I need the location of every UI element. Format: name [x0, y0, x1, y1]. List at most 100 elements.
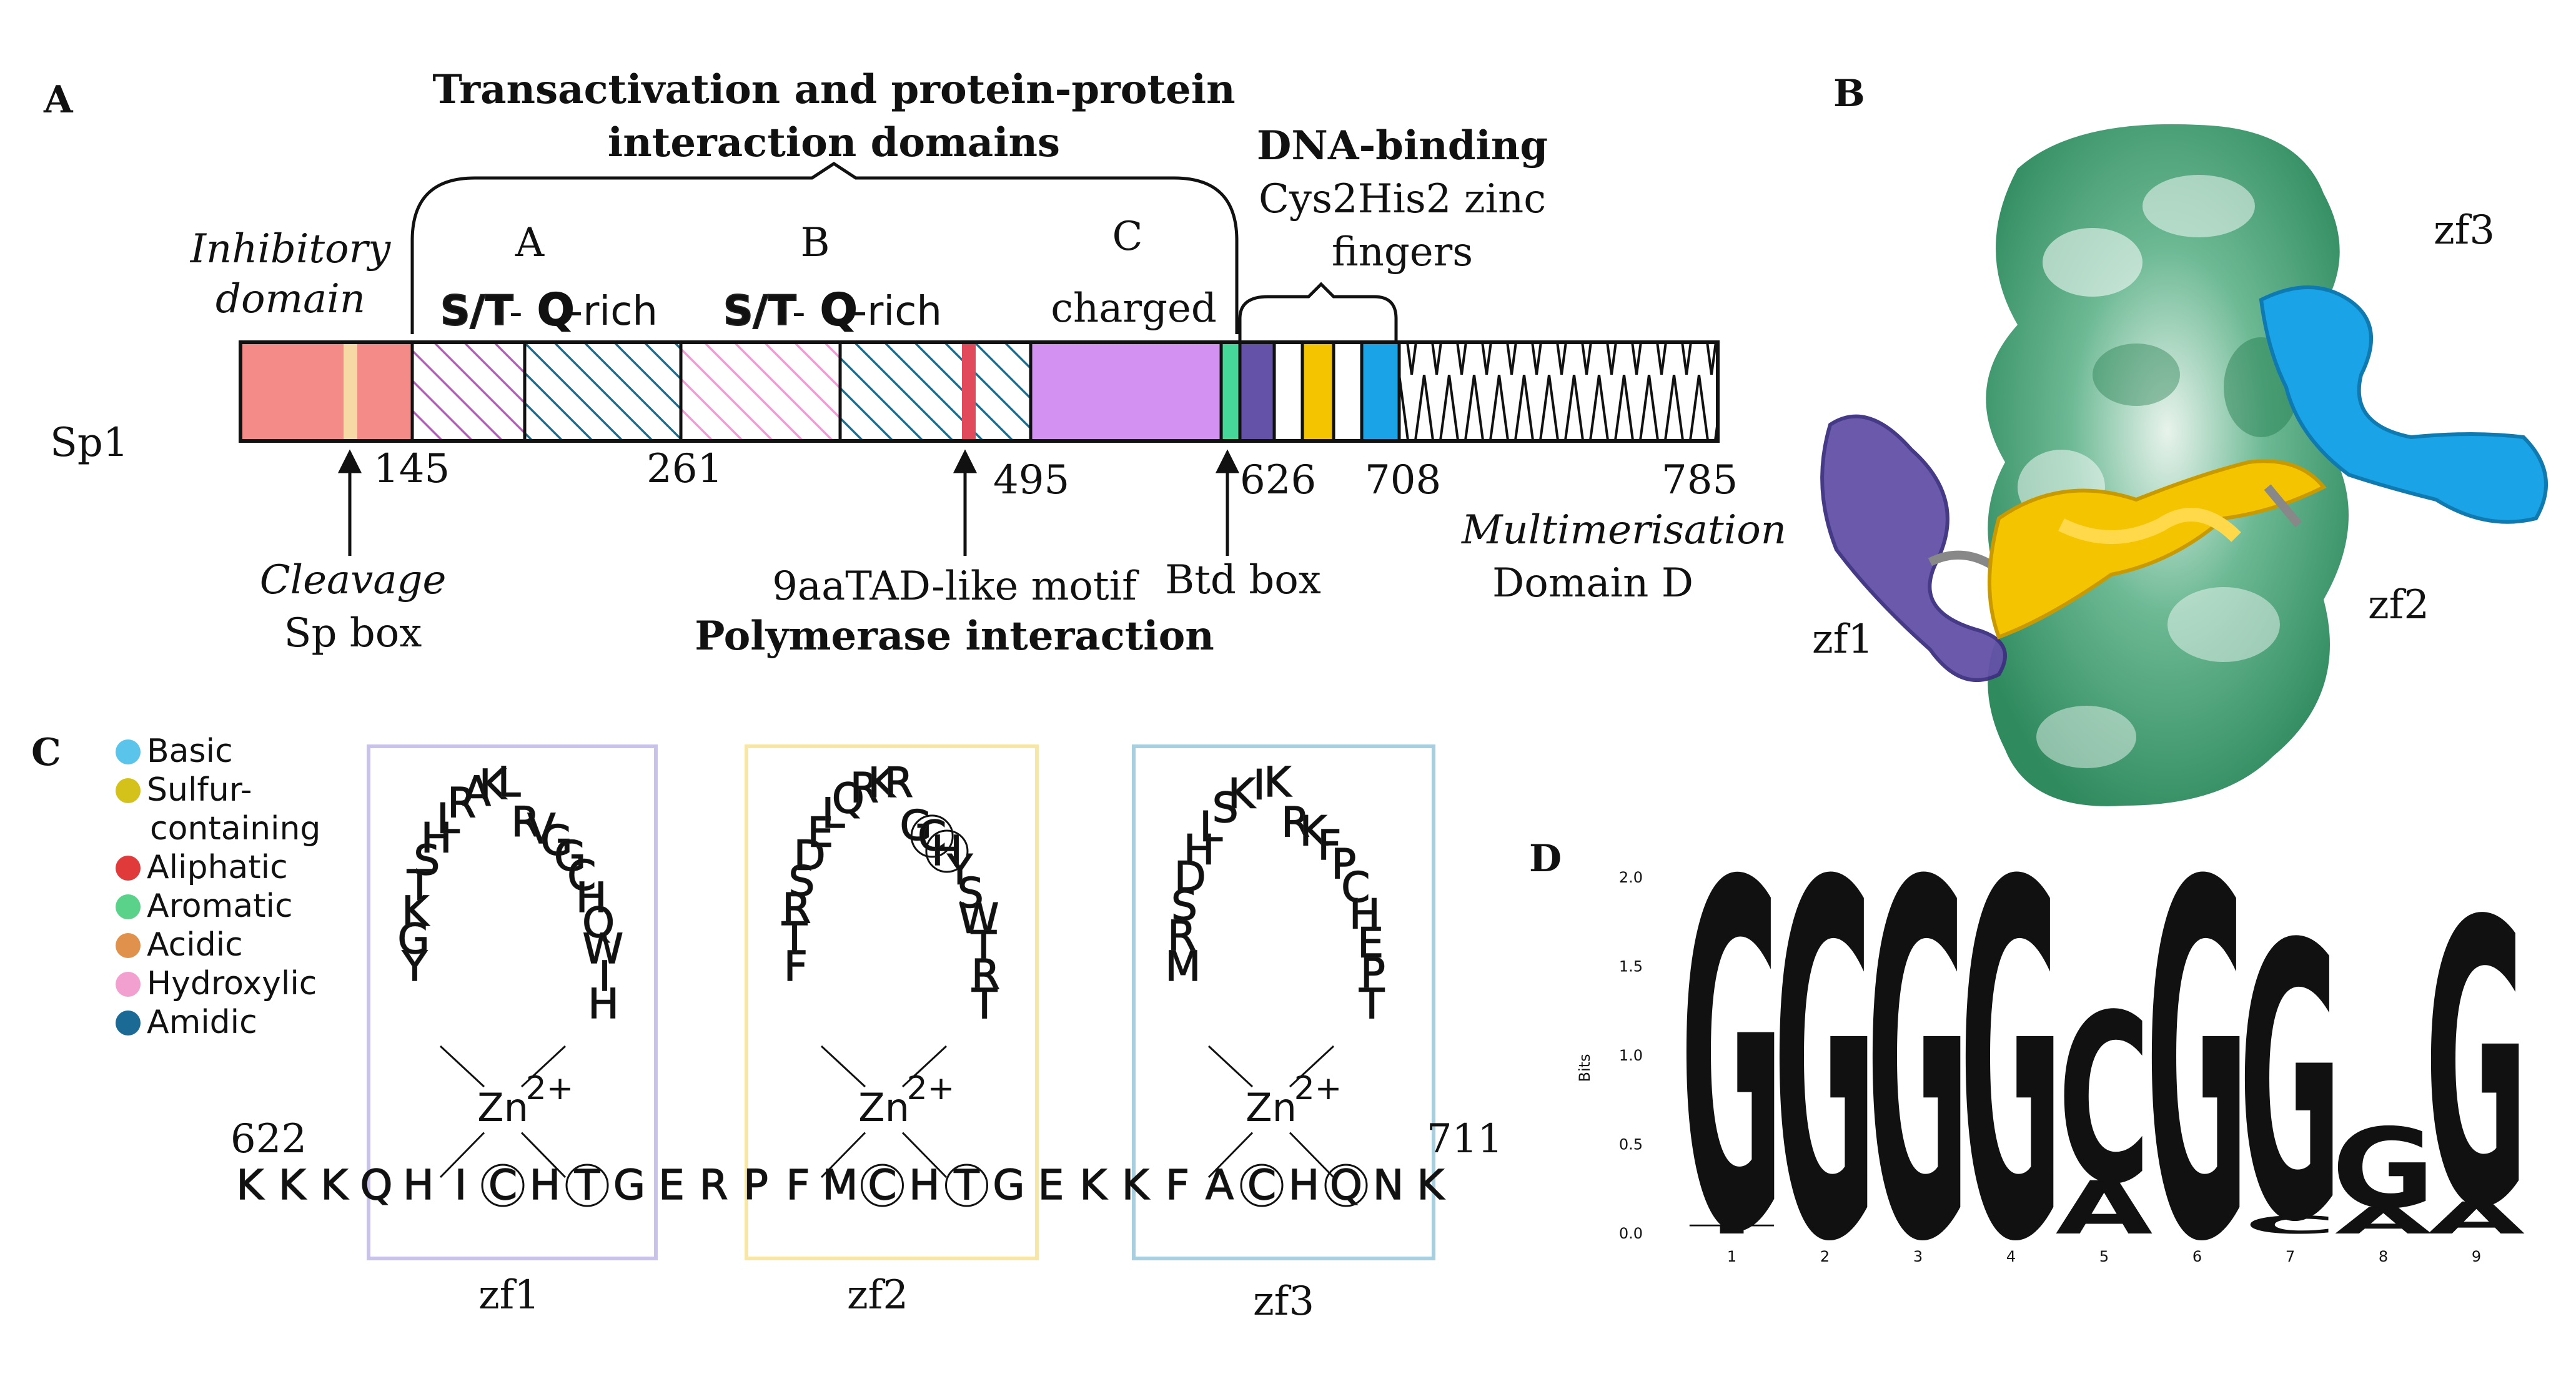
q-rich-a-block	[525, 342, 681, 441]
pos-495: 495	[993, 457, 1069, 503]
seq-residue-3: Q	[360, 1161, 393, 1209]
zf2-residue-14: Y	[947, 846, 973, 894]
logo-xtick-7: 8	[2379, 1248, 2388, 1265]
q-rich-b-block	[840, 342, 962, 441]
seq-residue-2: K	[320, 1161, 349, 1209]
legend-aliphatic-label: Aliphatic	[147, 849, 288, 886]
logo-xtick-8: 9	[2472, 1248, 2481, 1265]
logo-ytick-1: 1.5	[1619, 958, 1643, 976]
legend-sulfur-dot	[116, 778, 141, 803]
seq-residue-27: N	[1373, 1161, 1404, 1209]
pos-626: 626	[1240, 457, 1316, 503]
btd-box-block	[1221, 342, 1240, 441]
zf1-residue-8: A	[463, 768, 491, 816]
panel-d-label: D	[1529, 837, 1562, 881]
inhibitory-domain-block	[240, 342, 412, 441]
structure-zf1-label: zf1	[1812, 616, 1873, 663]
zf3-residue-9: K	[1264, 758, 1292, 806]
zf1-residue-6: L	[437, 795, 460, 843]
panel-b: B zf3 zf1 zf2	[1812, 72, 2548, 806]
seq-residue-18: G	[993, 1161, 1024, 1209]
pos-785: 785	[1662, 457, 1738, 503]
logo-pos9-letter-A: A	[2428, 1193, 2525, 1244]
rich-label-b: -rich	[853, 289, 942, 335]
logo-pos7-letter-C: C	[2244, 1211, 2337, 1239]
logo-xtick-2: 3	[1913, 1248, 1923, 1265]
zf3-residue-10: R	[1281, 799, 1310, 847]
zf1-residue-4: S	[414, 836, 440, 884]
seq-residue-26: Q	[1330, 1161, 1362, 1209]
zf1-residue-3: T	[407, 861, 433, 909]
zf3-block	[1362, 342, 1399, 441]
zf1-coord-bond-3	[520, 1132, 567, 1179]
logo-ytick-3: 0.5	[1619, 1136, 1643, 1154]
seq-residue-15: C	[868, 1161, 896, 1209]
logo-ytick-0: 2.0	[1619, 869, 1643, 886]
zf3-residue-3: D	[1174, 853, 1206, 901]
logo-pos5-letter-C: C	[2058, 966, 2151, 1235]
legend-basic-dot	[116, 739, 141, 764]
zf1-residue-18: W	[583, 925, 623, 973]
zf2-zn-label: Zn	[858, 1085, 909, 1130]
seq-residue-1: K	[279, 1161, 307, 1209]
logo-pos6-letter-G: G	[2146, 782, 2249, 1349]
zf3-residue-6: S	[1212, 784, 1239, 832]
zf3-coord-bond-2	[1207, 1132, 1254, 1179]
seq-residue-14: M	[823, 1161, 858, 1209]
charged-label: charged	[1051, 285, 1217, 332]
seq-residue-0: K	[236, 1161, 264, 1209]
zf3-residue-13: P	[1331, 841, 1356, 889]
zf1-residue-7: R	[447, 779, 476, 827]
panel-b-label: B	[1833, 72, 1865, 116]
seq-residue-17: T	[953, 1161, 979, 1209]
zf3-residue-16: E	[1357, 919, 1384, 967]
zf3-residue-18: T	[1359, 980, 1385, 1028]
seq-residue-23: A	[1206, 1161, 1234, 1209]
legend-basic-label: Basic	[147, 733, 233, 770]
logo-ytick-2: 1.0	[1619, 1047, 1643, 1064]
zf1-zn-label: Zn	[477, 1085, 528, 1130]
transactivation-title-2: interaction domains	[608, 119, 1060, 166]
zf1-residue-19: I	[598, 952, 610, 1001]
zf2-residue-16: W	[958, 894, 999, 942]
zf3-zn-label: Zn	[1246, 1085, 1297, 1130]
seq-residue-8-circle	[565, 1164, 609, 1207]
zf3-residue-2: S	[1171, 882, 1197, 930]
seq-residue-15-circle	[861, 1164, 904, 1207]
logo-xtick-6: 7	[2286, 1248, 2295, 1265]
zf2-residue-13: H	[931, 827, 963, 875]
seq-residue-4: H	[403, 1161, 434, 1209]
panel-a-label: A	[43, 78, 74, 122]
pos-145: 145	[374, 446, 450, 492]
zf1-coord-bond-0	[439, 1045, 485, 1088]
structure-zf3-label: zf3	[2434, 207, 2495, 254]
zf2-residue-10: R	[884, 759, 913, 807]
zf1-residue-9: K	[479, 761, 507, 809]
zf1-residue-11: R	[511, 798, 540, 846]
zf3-residue-4: H	[1184, 826, 1215, 874]
multimerisation-block	[1399, 342, 1718, 441]
panel-c-label: C	[31, 731, 61, 774]
domain-a-letter: A	[515, 220, 545, 266]
panel-c: C BasicSulfur-containingAliphaticAromati…	[31, 731, 1503, 1325]
seq-residue-13: F	[786, 1161, 810, 1209]
zf2-residue-19: T	[971, 980, 998, 1028]
annotation-arrows	[337, 449, 1240, 556]
logo-ytick-4: 0.0	[1619, 1225, 1643, 1242]
zf2-ribbon	[1988, 459, 2327, 640]
zf2-residue-9: K	[868, 759, 896, 807]
zf1-block	[1240, 342, 1274, 441]
st-rich-b-block	[681, 342, 840, 441]
zf3-residue-8: I	[1253, 761, 1265, 809]
zf2-residue-12-circle	[910, 814, 954, 858]
q-rich-b2-block	[976, 342, 1031, 441]
seq-residue-5: I	[455, 1161, 467, 1209]
inhibitory-label-2: domain	[215, 276, 365, 322]
zf3-residue-0: M	[1165, 942, 1201, 991]
btd-box-label: Btd box	[1165, 557, 1321, 603]
seq-residue-26-circle	[1324, 1164, 1368, 1207]
logo-pos8-letter-A: A	[2335, 1200, 2432, 1242]
